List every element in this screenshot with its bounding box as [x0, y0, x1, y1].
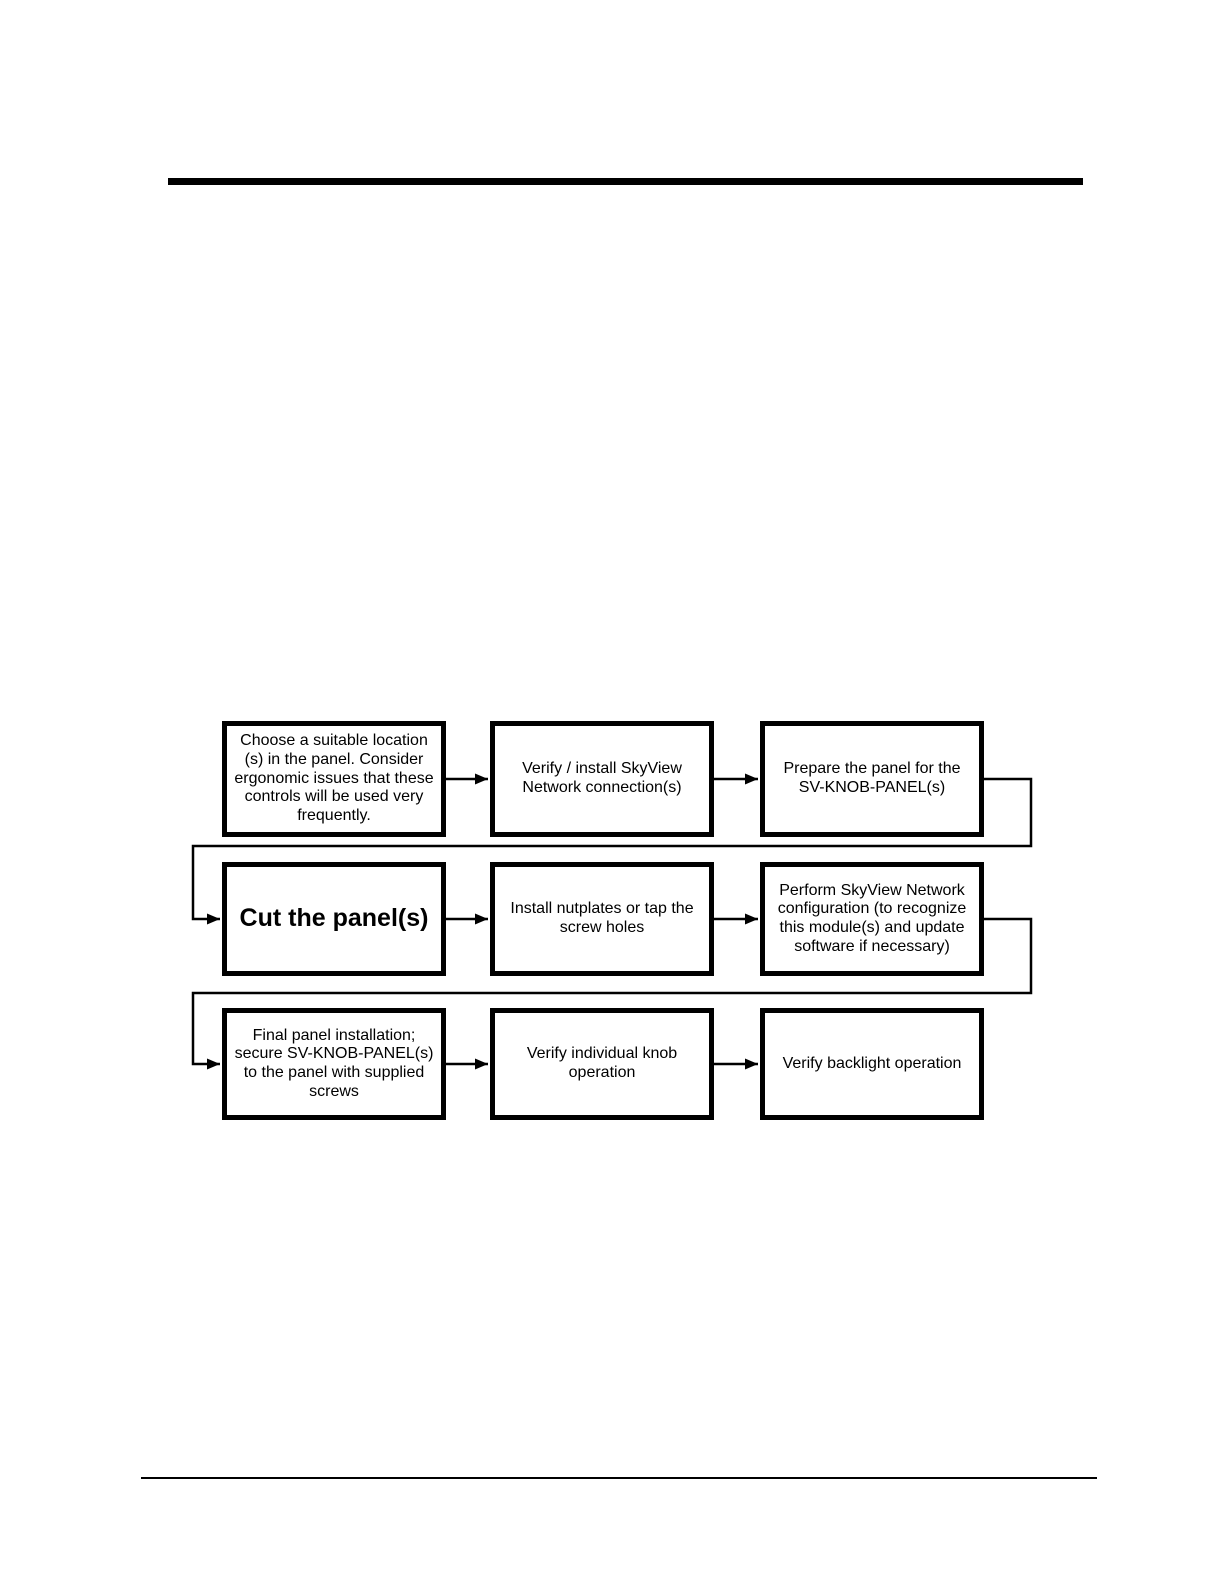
footer-rule [141, 1477, 1097, 1479]
step-final-installation: Final panel installation; secure SV-KNOB… [222, 1008, 446, 1120]
step-install-nutplates: Install nutplates or tap the screw holes [490, 862, 714, 976]
step-prepare-panel: Prepare the panel for the SV-KNOB-PANEL(… [760, 721, 984, 837]
header-rule [168, 178, 1083, 185]
step-verify-backlight: Verify backlight operation [760, 1008, 984, 1120]
step-verify-network: Verify / install SkyView Network connect… [490, 721, 714, 837]
step-verify-knob: Verify individual knob operation [490, 1008, 714, 1120]
step-choose-location: Choose a suitable location (s) in the pa… [222, 721, 446, 837]
step-cut-panel: Cut the panel(s) [222, 862, 446, 976]
step-network-config: Perform SkyView Network configuration (t… [760, 862, 984, 976]
